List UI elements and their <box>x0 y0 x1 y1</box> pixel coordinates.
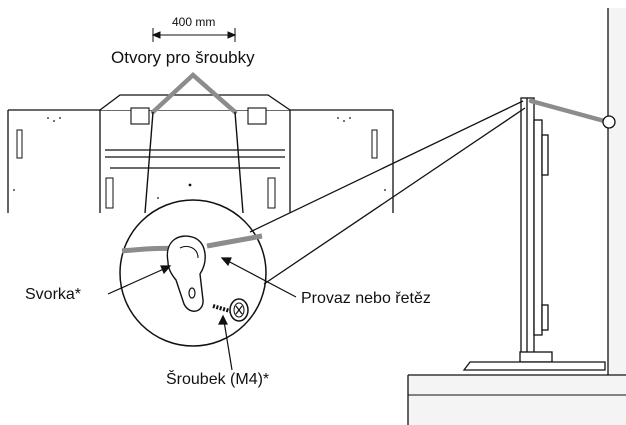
rope-chain-label: Provaz nebo řetěz <box>301 290 431 307</box>
clamp-label: Svorka* <box>25 286 82 303</box>
rope-to-wall <box>528 98 616 129</box>
magnifier-circle <box>119 199 267 347</box>
monitor-back-view <box>7 94 394 213</box>
magnifier-funnel <box>144 111 244 214</box>
screw-label: Šroubek (M4)* <box>166 371 270 388</box>
dimension-arrow <box>151 28 237 42</box>
rope-at-screw-holes <box>150 71 238 115</box>
wall <box>607 8 626 375</box>
dimension-label: 400 mm <box>172 15 216 29</box>
screw-icon <box>212 298 249 322</box>
leader-lines <box>107 257 297 371</box>
monitor-side-view <box>462 97 606 371</box>
screw-holes-label: Otvory pro šroubky <box>111 48 255 67</box>
floor <box>407 374 626 425</box>
zoom-connector <box>249 100 526 285</box>
